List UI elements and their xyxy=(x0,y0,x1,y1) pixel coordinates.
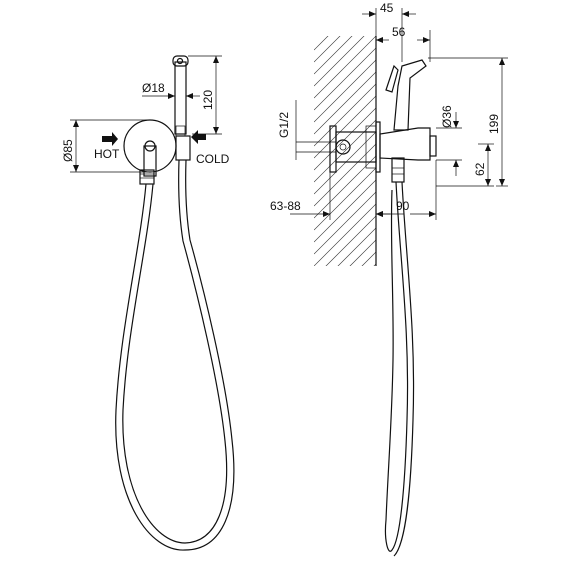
dim-56: 56 xyxy=(392,25,406,39)
hose-outer xyxy=(115,159,235,551)
hose-inner xyxy=(122,159,228,544)
spray-nozzle-icon xyxy=(176,57,184,65)
sprayer-holder xyxy=(175,135,191,161)
sprayer-head xyxy=(172,55,189,67)
dim-thread-g12: G1/2 xyxy=(277,112,291,138)
dim-199: 199 xyxy=(487,114,501,134)
hot-label: HOT xyxy=(94,147,120,161)
dim-diameter-36: Ø36 xyxy=(440,105,454,128)
side-view: 45 56 G1/2 Ø36 62 199 63-88 xyxy=(270,1,508,557)
front-view: HOT COLD Ø18 120 Ø85 xyxy=(61,55,235,551)
dim-diameter-18: Ø18 xyxy=(142,81,165,95)
cold-label: COLD xyxy=(196,152,230,166)
sprayer-trigger xyxy=(385,64,399,93)
dim-90: 90 xyxy=(396,199,410,213)
hot-arrow-icon xyxy=(102,132,118,146)
handle-knob xyxy=(429,135,437,157)
hose-side-outer xyxy=(384,181,409,552)
wall-hatching xyxy=(314,36,376,266)
hose-connector xyxy=(139,169,155,185)
concealed-valve-body xyxy=(335,131,377,163)
sprayer-handle xyxy=(174,61,187,135)
valve-body-side xyxy=(379,127,431,161)
valve-stem xyxy=(143,145,157,177)
hose-side-inner xyxy=(393,181,415,557)
dim-wall-depth: 63-88 xyxy=(270,199,301,213)
sprayer-side xyxy=(393,59,427,131)
dim-62: 62 xyxy=(473,162,487,176)
inlet-fitting xyxy=(335,139,351,155)
cold-arrow-icon xyxy=(191,130,206,144)
hose-connector-side xyxy=(391,157,405,183)
dim-diameter-85: Ø85 xyxy=(61,139,75,162)
dim-45: 45 xyxy=(380,1,394,15)
dim-height-120: 120 xyxy=(201,90,215,110)
